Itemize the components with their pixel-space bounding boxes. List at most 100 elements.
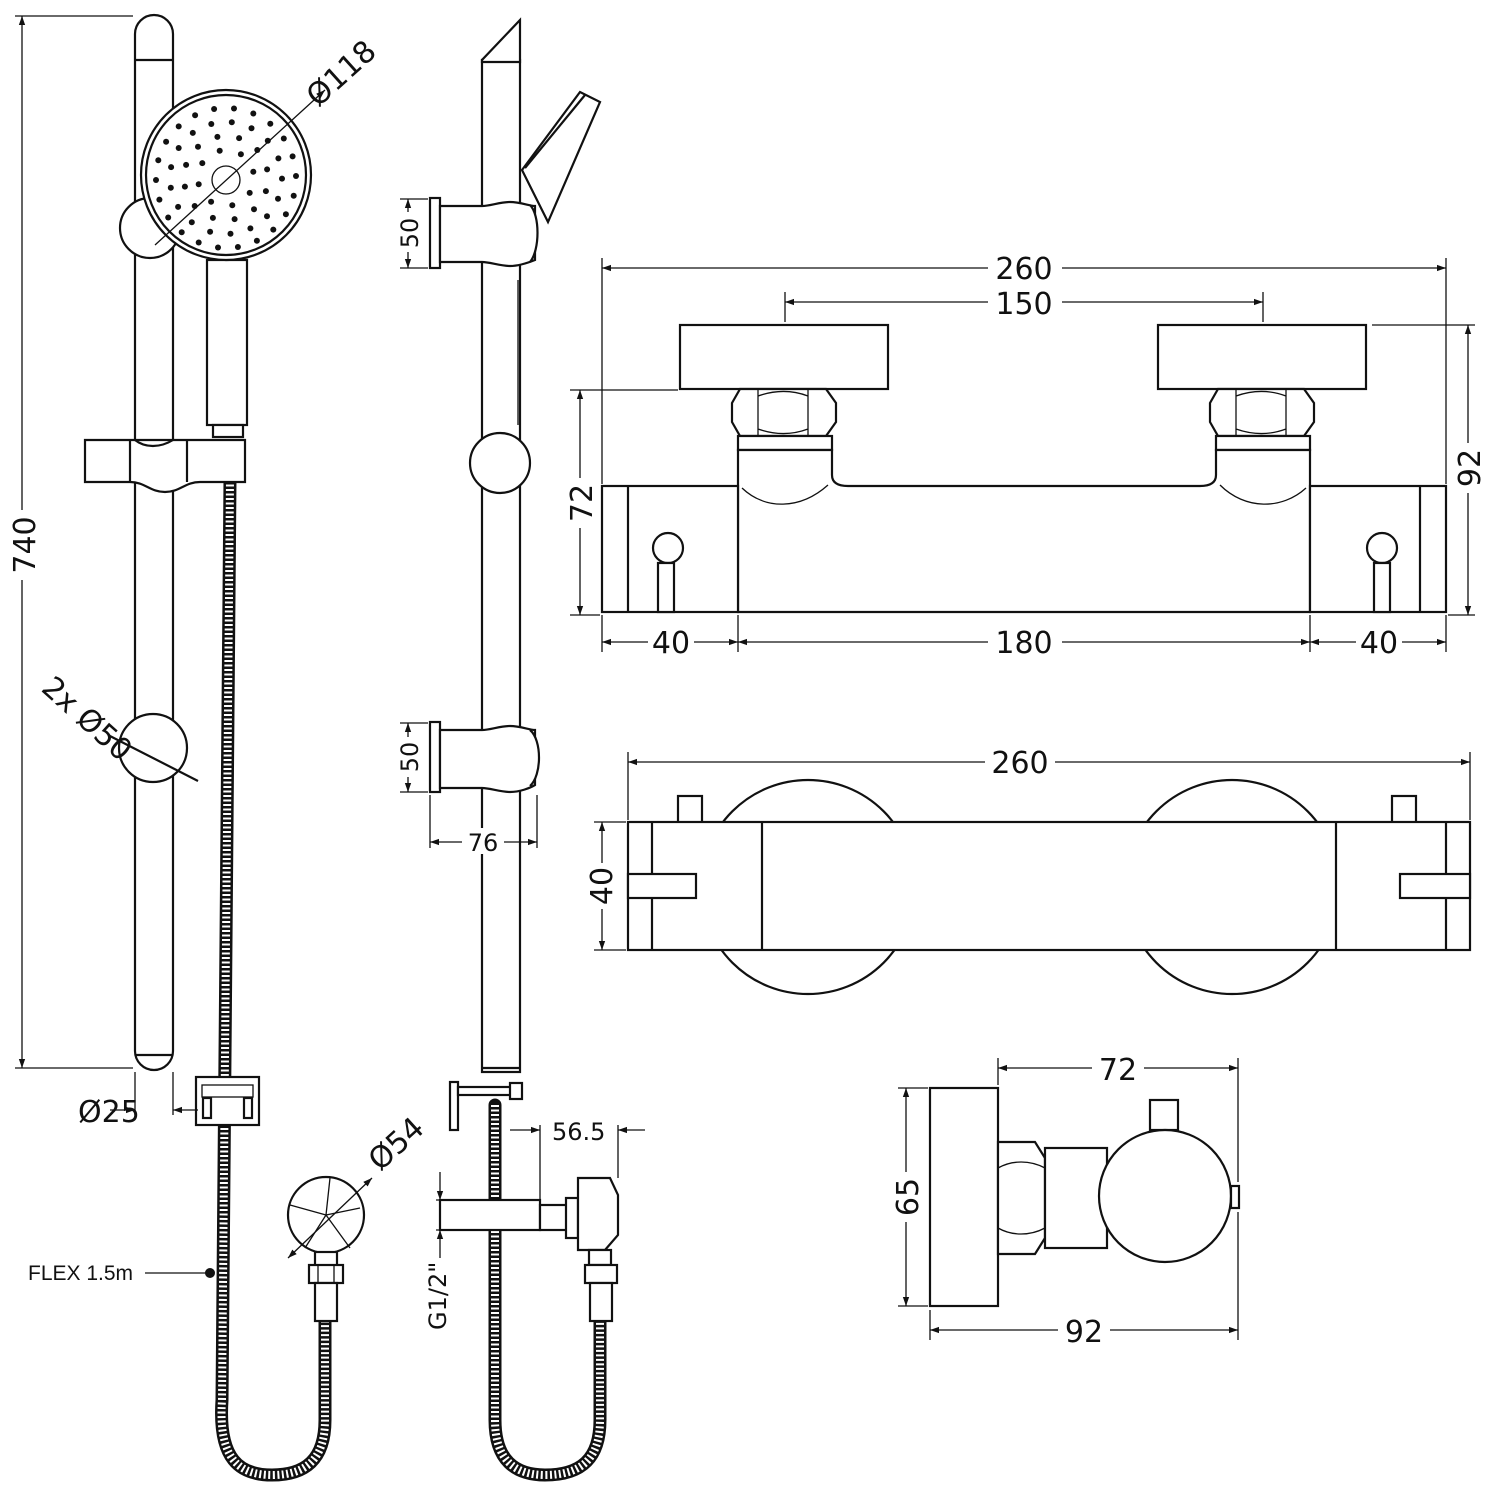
- spray-hole: [175, 123, 182, 130]
- dim-valve-body-centre: 180: [995, 626, 1052, 661]
- spray-hole: [237, 151, 244, 158]
- spray-hole: [280, 135, 287, 142]
- dim-valve-centres: 150: [995, 287, 1052, 322]
- valve-handle-side: [1097, 1128, 1233, 1264]
- label-flex: FLEX 1.5m: [28, 1262, 133, 1285]
- dim-valve-overall-height: 92: [1453, 449, 1488, 487]
- valve-handle-right: [1156, 323, 1368, 391]
- spray-hole: [250, 110, 257, 117]
- spray-hole: [181, 183, 188, 190]
- spray-hole: [153, 177, 159, 183]
- dim-handset-diameter: Ø118: [300, 34, 384, 114]
- valve-front-view: 260 150 72 92 40 180 40: [565, 250, 1488, 661]
- spray-hole: [156, 196, 163, 203]
- dim-valve-end-left: 40: [652, 626, 690, 661]
- handset-side: [520, 90, 602, 225]
- dim-rail-length: 740: [8, 516, 43, 573]
- spray-hole: [195, 239, 202, 246]
- spray-hole: [207, 228, 214, 235]
- spray-hole: [195, 143, 201, 150]
- dim-bracket-height-top: 50: [396, 218, 424, 249]
- spray-hole: [178, 229, 185, 236]
- valve-top-view: 260 40: [585, 744, 1472, 996]
- dim-bracket-depth: 76: [468, 829, 499, 857]
- spray-hole: [251, 206, 257, 213]
- spray-hole: [275, 155, 282, 162]
- dim-valve-top-width: 260: [991, 746, 1048, 781]
- spray-hole: [214, 133, 221, 140]
- spray-hole: [270, 226, 277, 233]
- slider: [83, 438, 247, 494]
- spray-hole: [248, 125, 255, 132]
- dim-valve-side-overall: 92: [1065, 1315, 1103, 1350]
- dim-valve-end-right: 40: [1360, 626, 1398, 661]
- wall-bracket-top-side: [428, 196, 442, 270]
- dim-rail-diameter: Ø25: [78, 1095, 140, 1130]
- spray-hole: [275, 195, 281, 202]
- wall-bracket-bottom: [117, 712, 189, 784]
- spray-hole: [264, 166, 271, 173]
- spray-hole: [282, 211, 289, 218]
- spray-hole: [216, 147, 223, 154]
- spray-hole: [250, 168, 257, 175]
- dim-outlet-diameter: Ø54: [362, 1111, 431, 1178]
- spray-hole: [229, 202, 236, 209]
- dim-bracket-diameter: 2x Ø50: [35, 670, 139, 768]
- dim-thread-size: G1/2": [424, 1262, 452, 1330]
- spray-holes: [153, 105, 299, 251]
- dim-valve-front-height: 72: [565, 484, 600, 522]
- dim-valve-front-width: 260: [995, 252, 1052, 287]
- valve-body-top: [626, 820, 1472, 952]
- valve-body: [736, 448, 1312, 614]
- spray-hole: [211, 106, 218, 112]
- wall-bracket-bottom-side: [428, 720, 442, 794]
- spray-hole: [208, 198, 215, 205]
- spray-hole: [247, 225, 254, 232]
- spray-hole: [290, 192, 297, 199]
- spray-hole: [253, 237, 260, 244]
- shower-hose: [215, 473, 332, 1482]
- spray-hole: [246, 189, 253, 196]
- spray-hole: [199, 160, 206, 167]
- spray-hole: [215, 244, 221, 251]
- dim-valve-side-depth: 72: [1099, 1053, 1137, 1088]
- spray-hole: [234, 244, 241, 250]
- spray-hole: [279, 175, 285, 182]
- spray-hole: [262, 188, 269, 195]
- spray-hole: [236, 135, 243, 142]
- dim-valve-top-depth: 40: [585, 867, 620, 905]
- spray-hole: [189, 129, 196, 136]
- spray-hole: [231, 216, 238, 223]
- spray-hole: [208, 121, 215, 127]
- spray-hole: [209, 214, 216, 221]
- spray-hole: [175, 145, 182, 151]
- spray-hole: [192, 112, 199, 119]
- valve-handle-left: [678, 323, 890, 391]
- spray-hole: [195, 181, 202, 188]
- spray-hole: [168, 164, 175, 171]
- spray-hole: [289, 153, 296, 160]
- spray-hole: [183, 161, 190, 168]
- spray-hole: [231, 105, 237, 112]
- valve-wall-plate: [928, 1086, 1000, 1308]
- spray-hole: [163, 138, 170, 145]
- spray-hole: [167, 184, 174, 191]
- rail-kit-side-view: 50 50 76 56.5 G1/2": [396, 17, 645, 1482]
- valve-side-view: 72 65 92: [890, 1050, 1241, 1350]
- spray-hole: [228, 119, 235, 126]
- spray-hole: [267, 120, 274, 127]
- spray-hole: [254, 147, 261, 153]
- spray-hole: [155, 157, 162, 164]
- spray-hole: [227, 230, 234, 237]
- slider-side: [468, 431, 532, 495]
- dim-outlet-projection: 56.5: [552, 1118, 605, 1146]
- riser-rail: [133, 13, 175, 1072]
- spray-hole: [264, 137, 271, 144]
- spray-hole: [293, 173, 299, 179]
- spray-hole: [188, 219, 195, 226]
- spray-hole: [264, 213, 270, 220]
- handset-handle: [205, 258, 249, 427]
- dim-bracket-height-bottom: 50: [396, 742, 424, 773]
- rail-kit-front-view: 740 Ø25 Ø118 2x Ø50 FLEX 1.5m Ø54: [8, 13, 431, 1482]
